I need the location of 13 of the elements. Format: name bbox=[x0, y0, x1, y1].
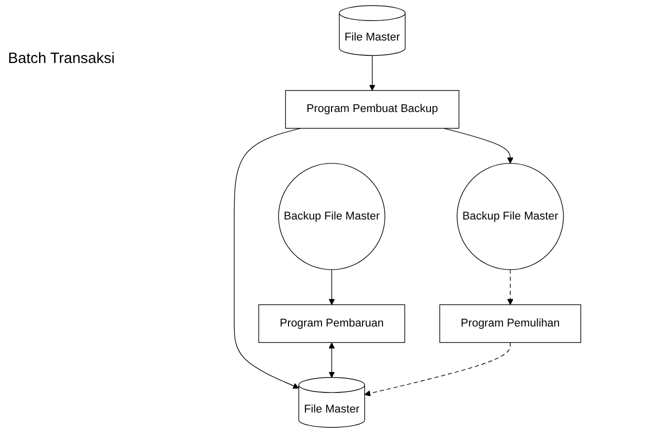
node-circle: Backup File Master bbox=[278, 162, 386, 270]
arrow bbox=[328, 342, 335, 378]
node-circle: Backup File Master bbox=[456, 162, 564, 270]
node-box: Program Pembaruan bbox=[258, 304, 406, 343]
arrow bbox=[364, 342, 511, 396]
note-text: Batch Transaksi bbox=[8, 50, 115, 67]
arrow bbox=[369, 55, 376, 91]
arrow bbox=[234, 128, 301, 389]
arrow bbox=[507, 269, 514, 305]
arrow bbox=[328, 269, 335, 305]
arrow bbox=[444, 128, 514, 164]
node-box: Program Pembuat Backup bbox=[285, 90, 460, 129]
node-box: Program Pemulihan bbox=[439, 304, 582, 343]
